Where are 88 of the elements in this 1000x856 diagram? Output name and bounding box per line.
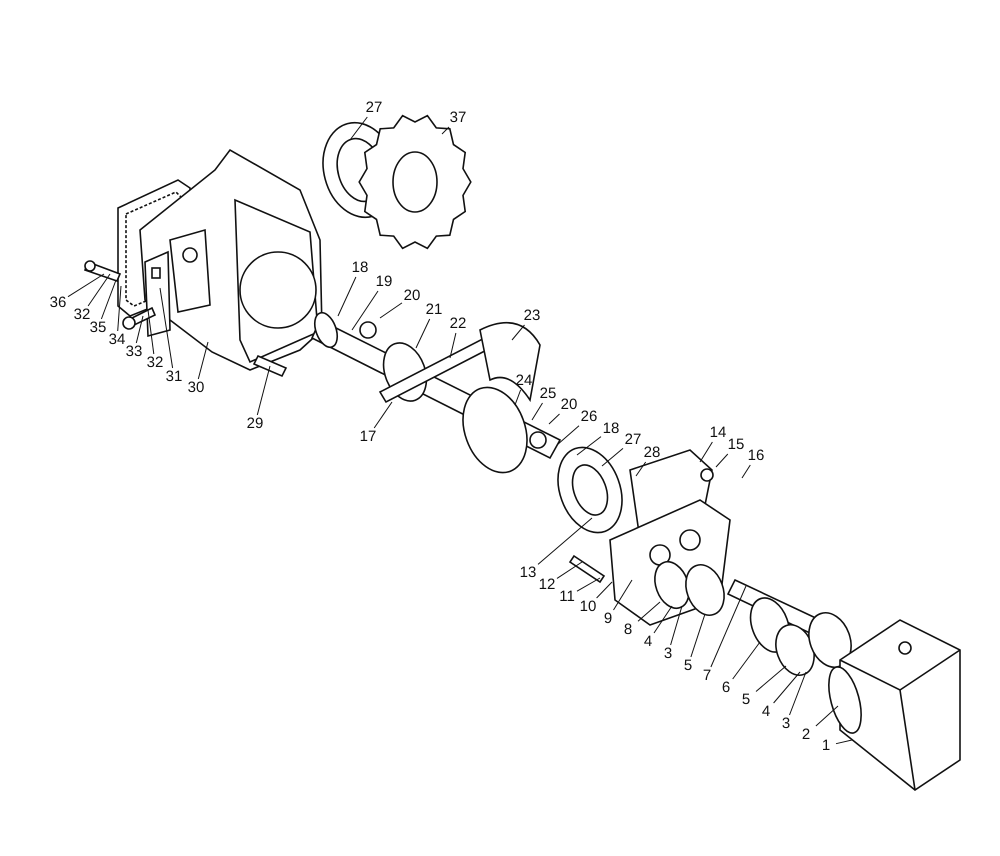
leader-line	[576, 578, 600, 592]
callout-number: 32	[74, 307, 90, 323]
callout-number: 2	[802, 727, 810, 743]
leader-line	[442, 126, 450, 134]
callout-number: 13	[520, 565, 536, 581]
leader-line	[68, 274, 104, 298]
callout-number: 35	[90, 320, 106, 336]
leader-line	[836, 740, 852, 744]
callout-number: 25	[540, 386, 556, 402]
leader-line	[548, 414, 560, 424]
leader-line	[638, 602, 660, 622]
callout-number: 10	[580, 599, 596, 615]
callout-number: 4	[644, 634, 652, 650]
leader-line	[789, 672, 806, 716]
leader-line	[654, 606, 672, 634]
callout-number: 17	[360, 429, 376, 445]
callout-number: 28	[644, 445, 660, 461]
callout-number: 24	[516, 373, 532, 389]
callout-number: 3	[782, 716, 790, 732]
leader-line	[256, 366, 270, 416]
leader-line	[710, 586, 746, 668]
callout-number: 27	[366, 100, 382, 116]
leader-line	[136, 316, 144, 344]
callout-number: 23	[524, 308, 540, 324]
leader-line	[117, 286, 122, 332]
leader-line	[100, 280, 116, 320]
leader-line	[576, 436, 602, 456]
callout-number: 16	[748, 448, 764, 464]
leader-line	[160, 288, 174, 368]
leader-line	[756, 666, 786, 692]
leader-line	[596, 582, 612, 598]
leader-line	[374, 402, 392, 428]
leader-line	[613, 580, 632, 610]
callout-number: 3	[664, 646, 672, 662]
callout-number: 6	[722, 680, 730, 696]
callout-number: 36	[50, 295, 66, 311]
leader-line	[602, 448, 624, 466]
leader-line	[416, 318, 430, 348]
callout-number: 7	[702, 668, 712, 684]
leader-line	[742, 464, 751, 478]
callout-number: 14	[710, 425, 726, 441]
leader-line	[338, 276, 356, 316]
callout-number: 15	[728, 437, 744, 453]
callout-number: 1	[822, 738, 830, 754]
leader-line	[690, 614, 706, 658]
leader-line	[815, 706, 838, 726]
callout-number: 27	[624, 432, 642, 448]
leader-line	[352, 290, 378, 330]
callout-number: 34	[108, 332, 126, 348]
callout-number: 19	[376, 274, 392, 290]
callout-number: 9	[604, 611, 612, 627]
leader-line	[670, 606, 682, 646]
leader-line	[198, 342, 208, 380]
leader-line	[556, 562, 582, 579]
callout-number: 5	[684, 658, 692, 674]
callout-number: 26	[580, 409, 598, 425]
leader-line	[773, 672, 800, 704]
callout-number: 5	[742, 692, 750, 708]
callout-number: 21	[426, 302, 442, 318]
callout-number: 29	[246, 416, 264, 432]
leader-line	[512, 324, 525, 340]
callout-number: 4	[762, 704, 770, 720]
leader-line	[88, 274, 110, 306]
callout-number: 8	[624, 622, 632, 638]
callout-number: 22	[450, 316, 466, 332]
callout-number: 32	[146, 355, 164, 371]
leader-line	[380, 302, 402, 318]
callout-number: 20	[560, 397, 578, 413]
callout-number: 18	[352, 260, 368, 276]
leader-line	[350, 116, 368, 140]
leader-line	[148, 310, 154, 354]
leader-line	[538, 518, 592, 565]
leader-line	[532, 402, 543, 420]
leader-line	[450, 332, 456, 358]
callout-number: 33	[126, 344, 142, 360]
callout-number: 11	[559, 589, 575, 605]
callout-number: 30	[188, 380, 204, 396]
leader-line	[716, 454, 728, 468]
callout-number: 31	[166, 369, 182, 385]
leader-line	[636, 462, 646, 476]
callout-number: 18	[602, 421, 620, 437]
leader-line	[556, 425, 580, 446]
callout-number: 37	[450, 110, 466, 126]
leader-line	[514, 390, 522, 406]
leader-line	[700, 442, 713, 462]
leader-line	[732, 642, 760, 680]
callout-number: 20	[404, 288, 420, 304]
callout-number: 12	[538, 577, 556, 593]
